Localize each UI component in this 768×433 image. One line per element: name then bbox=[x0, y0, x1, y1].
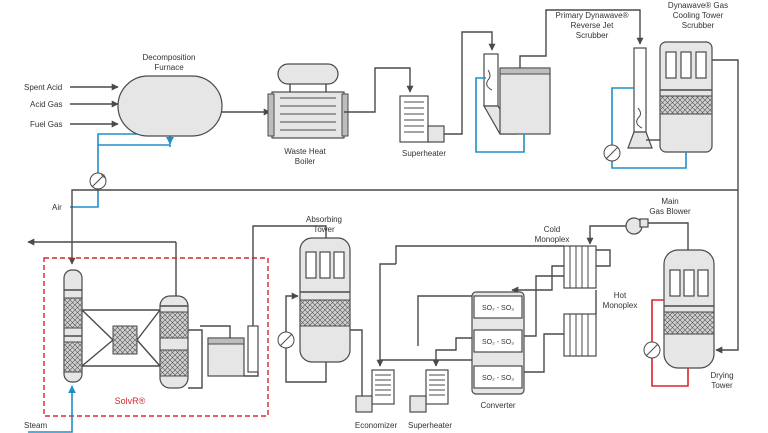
absorbing-tower-label-2: Tower bbox=[313, 225, 335, 234]
solvr-absorber-column bbox=[63, 269, 83, 383]
superheater-bottom-label: Superheater bbox=[408, 421, 452, 430]
waste-heat-boiler bbox=[267, 63, 349, 139]
hot-monoplex-label-2: Monoplex bbox=[603, 301, 638, 310]
cold-monoplex-label-2: Monoplex bbox=[535, 235, 570, 244]
drying-tower-label-1: Drying bbox=[710, 371, 733, 380]
waste-heat-boiler-label-2: Boiler bbox=[295, 157, 316, 166]
solvr-boundary bbox=[43, 257, 269, 417]
fuel-gas-label: Fuel Gas bbox=[30, 120, 62, 129]
main-gas-blower bbox=[586, 217, 689, 250]
air-line bbox=[70, 133, 174, 208]
economizer bbox=[350, 329, 395, 413]
superheater-bottom bbox=[409, 369, 449, 413]
cooling-tower-label-3: Scrubber bbox=[682, 21, 715, 30]
primary-reverse-jet-scrubber bbox=[475, 20, 551, 153]
solvr-heat-exchanger bbox=[81, 309, 161, 367]
superheater-top bbox=[399, 95, 445, 143]
superheater-top-label: Superheater bbox=[402, 149, 446, 158]
solvr-label: SolvR® bbox=[115, 396, 146, 406]
cooling-tower-label-2: Cooling Tower bbox=[673, 11, 724, 20]
converter bbox=[471, 291, 525, 395]
cooling-tower-label-1: Dynawave® Gas bbox=[668, 1, 728, 10]
decomposition-furnace-label-2: Furnace bbox=[154, 63, 184, 72]
converter-bed-2-label: SO₂ - SO₃ bbox=[482, 339, 514, 346]
primary-scrubber-label-1: Primary Dynawave® bbox=[555, 11, 628, 20]
decomposition-furnace-label-1: Decomposition bbox=[143, 53, 196, 62]
absorbing-tower bbox=[277, 237, 351, 383]
primary-scrubber-label-2: Reverse Jet bbox=[571, 21, 614, 30]
economizer-label: Economizer bbox=[355, 421, 398, 430]
cold-monoplex bbox=[563, 245, 597, 289]
air-label: Air bbox=[52, 203, 62, 212]
acid-gas-label: Acid Gas bbox=[30, 100, 62, 109]
decomposition-furnace bbox=[117, 75, 223, 137]
waste-heat-boiler-label-1: Waste Heat bbox=[284, 147, 326, 156]
converter-bed-3-label: SO₂ - SO₃ bbox=[482, 375, 514, 382]
drying-tower bbox=[643, 249, 715, 387]
steam-label: Steam bbox=[24, 421, 47, 430]
solvr-stripper-column bbox=[159, 295, 189, 389]
cold-monoplex-label-1: Cold bbox=[544, 225, 560, 234]
drying-tower-label-2: Tower bbox=[711, 381, 733, 390]
feed-lines bbox=[70, 83, 119, 128]
spent-acid-label: Spent Acid bbox=[24, 83, 62, 92]
converter-bed-1-label: SO₂ - SO₃ bbox=[482, 305, 514, 312]
gas-cooling-tower-scrubber bbox=[603, 41, 739, 190]
solvr-reboiler bbox=[207, 314, 259, 377]
main-gas-blower-label-1: Main bbox=[661, 197, 678, 206]
hot-monoplex-label-1: Hot bbox=[614, 291, 627, 300]
converter-label: Converter bbox=[480, 401, 515, 410]
primary-scrubber-label-3: Scrubber bbox=[576, 31, 609, 40]
hot-monoplex bbox=[563, 313, 597, 357]
absorbing-tower-label-1: Absorbing bbox=[306, 215, 342, 224]
main-gas-blower-label-2: Gas Blower bbox=[649, 207, 691, 216]
